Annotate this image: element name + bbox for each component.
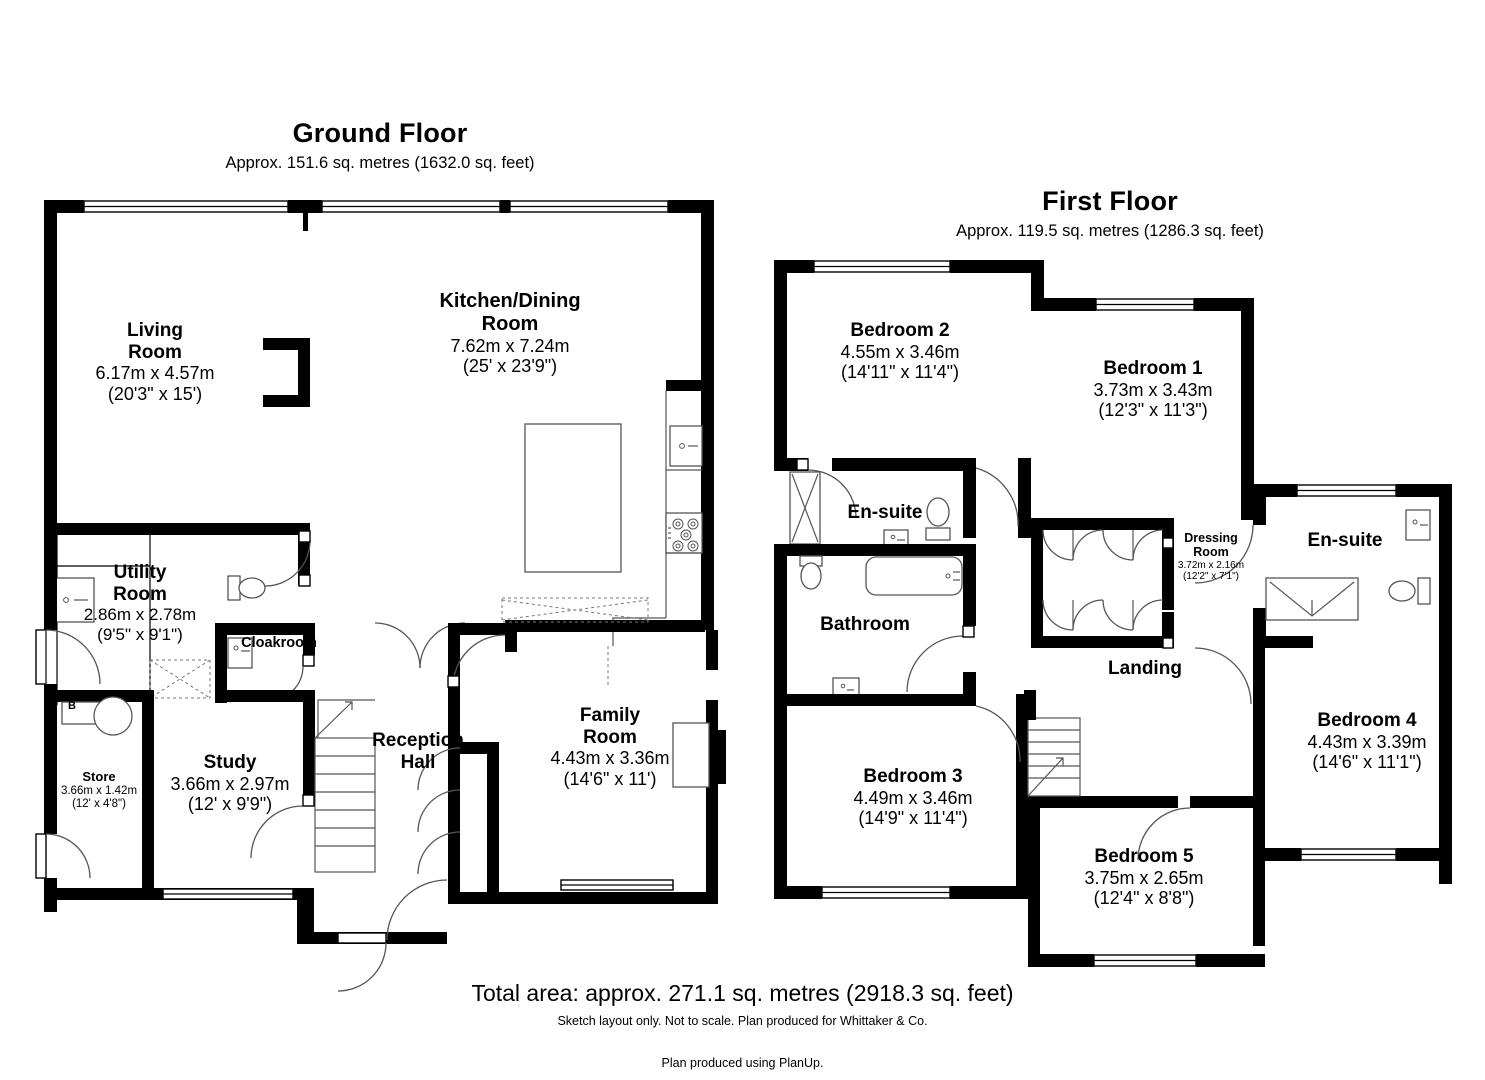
room-label-reception-hall: Reception Hall bbox=[372, 730, 464, 773]
kitchen-patio-doors bbox=[501, 597, 705, 652]
total-area-text: Total area: approx. 271.1 sq. metres (29… bbox=[471, 980, 1014, 1006]
disclaimer-text: Sketch layout only. Not to scale. Plan p… bbox=[557, 1014, 928, 1028]
room-label-kitchen-dining-room: Kitchen/Dining Room 7.62m x 7.24m (25' x… bbox=[439, 290, 581, 377]
room-label-ensuite-left: En-suite bbox=[847, 502, 923, 523]
utility-appliance bbox=[149, 659, 211, 699]
staircase-ground bbox=[314, 699, 376, 873]
first-floor-title-block: First Floor Approx. 119.5 sq. metres (12… bbox=[910, 186, 1310, 241]
credit-text: Plan produced using PlanUp. bbox=[661, 1056, 824, 1070]
room-label-bathroom: Bathroom bbox=[820, 614, 910, 635]
ensuite-shower bbox=[789, 471, 821, 545]
boiler-marker: B bbox=[68, 700, 76, 712]
room-label-living-room: Living Room 6.17m x 4.57m (20'3" x 15') bbox=[95, 320, 215, 404]
door-utility-kitchen bbox=[264, 540, 311, 587]
room-label-bedroom-2: Bedroom 2 4.55m x 3.46m (14'11" x 11'4") bbox=[840, 320, 960, 383]
store-cylinder bbox=[93, 696, 133, 736]
staircase-first bbox=[1027, 717, 1081, 797]
room-label-cloakroom: Cloakroom bbox=[241, 635, 317, 651]
door-family-top bbox=[447, 634, 506, 688]
window-bedroom1-top bbox=[1095, 298, 1195, 311]
room-label-utility-room: Utility Room 2.86m x 2.78m (9'5" x 9'1") bbox=[83, 562, 197, 644]
family-room-recess bbox=[672, 722, 710, 788]
room-label-family-room: Family Room 4.43m x 3.36m (14'6" x 11') bbox=[550, 705, 670, 789]
window-family-bottom bbox=[560, 879, 674, 891]
door-utility-external bbox=[35, 629, 101, 685]
first-floor-walls bbox=[774, 260, 1452, 967]
first-floor-title: First Floor bbox=[1042, 186, 1178, 216]
window-kitchen-top-2 bbox=[509, 200, 669, 213]
door-study bbox=[250, 794, 315, 859]
ensuite-right-basin bbox=[1405, 509, 1431, 541]
window-study-bottom bbox=[162, 888, 294, 900]
room-label-study: Study 3.66m x 2.97m (12' x 9'9") bbox=[170, 752, 290, 815]
bathroom-bath bbox=[865, 556, 963, 596]
ensuite-right-bath bbox=[1265, 577, 1359, 621]
ground-floor-title-block: Ground Floor Approx. 151.6 sq. metres (1… bbox=[180, 118, 580, 173]
ground-floor-walls bbox=[35, 200, 726, 992]
window-bedroom5-bottom bbox=[1093, 954, 1197, 967]
door-bedroom1-landing bbox=[975, 467, 1019, 527]
dressing-wardrobes bbox=[1042, 529, 1164, 631]
kitchen-units bbox=[607, 380, 703, 686]
window-bedroom2-top bbox=[813, 260, 951, 273]
window-kitchen-top-1 bbox=[321, 200, 501, 213]
door-ensuite-bedroom2 bbox=[807, 469, 857, 519]
front-door bbox=[337, 932, 387, 992]
room-label-store: Store 3.66m x 1.42m (12' x 4'8") bbox=[60, 769, 138, 810]
window-bedroom4-bottom bbox=[1300, 848, 1397, 861]
ensuite-wc bbox=[925, 497, 951, 541]
door-ensuite-right bbox=[1194, 524, 1254, 584]
room-label-bedroom-1: Bedroom 1 3.73m x 3.43m (12'3" x 11'3") bbox=[1093, 358, 1213, 421]
door-bedroom4-dressing bbox=[1194, 647, 1252, 705]
room-label-dressing-room: Dressing Room 3.72m x 2.16m (12'2" x 7'1… bbox=[1177, 531, 1245, 582]
door-bedroom3 bbox=[975, 705, 1021, 763]
door-store-external bbox=[35, 833, 91, 879]
door-hall-front bbox=[386, 879, 448, 941]
cloakroom-wc bbox=[227, 575, 266, 601]
room-label-ensuite-right: En-suite bbox=[1307, 530, 1383, 551]
ground-floor-area: Approx. 151.6 sq. metres (1632.0 sq. fee… bbox=[225, 154, 535, 172]
ensuite-right-wc bbox=[1388, 577, 1431, 605]
first-floor-area: Approx. 119.5 sq. metres (1286.3 sq. fee… bbox=[956, 222, 1264, 240]
door-hall-family bbox=[417, 747, 461, 875]
room-label-bedroom-4: Bedroom 4 4.43m x 3.39m (14'6" x 11'1") bbox=[1307, 710, 1427, 773]
window-living-top bbox=[83, 200, 289, 213]
room-label-bedroom-5: Bedroom 5 3.75m x 2.65m (12'4" x 8'8") bbox=[1084, 846, 1204, 909]
window-ensuite-right bbox=[1296, 484, 1397, 497]
door-bedroom5 bbox=[1137, 807, 1191, 861]
room-label-landing: Landing bbox=[1108, 658, 1182, 679]
bathroom-wc bbox=[799, 555, 823, 590]
kitchen-island bbox=[524, 423, 622, 573]
room-label-bedroom-3: Bedroom 3 4.49m x 3.46m (14'9" x 11'4") bbox=[853, 766, 973, 829]
cloakroom-basin bbox=[227, 637, 253, 669]
window-bedroom3-bottom bbox=[821, 886, 951, 899]
ground-floor-title: Ground Floor bbox=[292, 118, 468, 148]
door-bathroom bbox=[906, 635, 964, 693]
